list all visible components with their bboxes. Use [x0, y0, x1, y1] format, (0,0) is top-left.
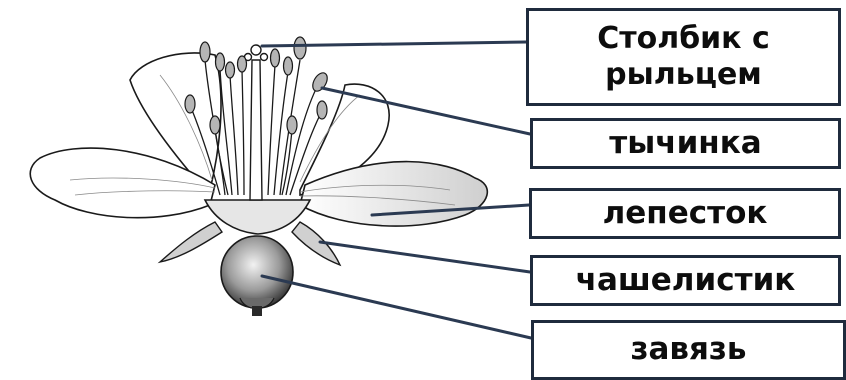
label-stamen: тычинка	[530, 118, 841, 169]
flower-diagram: Столбик с рыльцем тычинка лепесток чашел…	[0, 0, 846, 367]
label-ovary: завязь	[531, 320, 846, 380]
pointer-ovary	[262, 276, 531, 338]
sepal-left	[160, 222, 222, 262]
label-petal: лепесток	[529, 188, 841, 239]
ovary-shape	[221, 236, 293, 316]
pointer-sepal	[320, 242, 530, 272]
style	[245, 45, 268, 200]
label-stigma-style: Столбик с рыльцем	[526, 8, 841, 106]
label-sepal: чашелистик	[530, 255, 841, 306]
